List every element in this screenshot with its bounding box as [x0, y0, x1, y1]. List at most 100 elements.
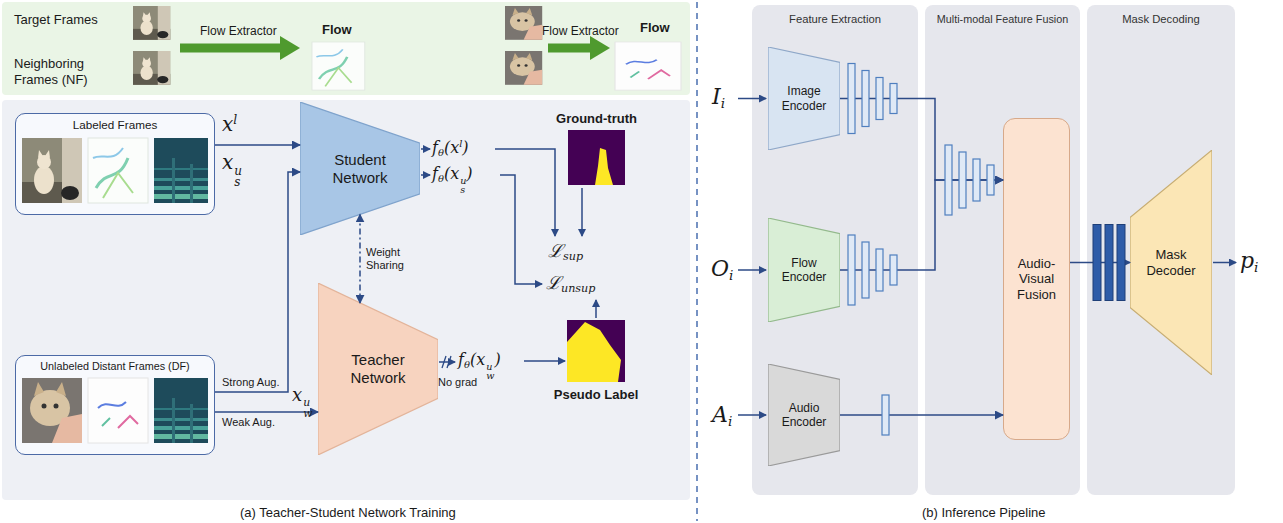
math-symbol: f	[432, 138, 438, 157]
node-label: Multi-modal Feature Fusion	[925, 5, 1080, 26]
connector	[215, 144, 300, 146]
feature-bars	[848, 64, 994, 436]
math-symbol: x	[222, 112, 233, 136]
node-label: Teacher Network	[336, 351, 420, 387]
math-subscript: θ	[438, 147, 444, 158]
label-holder: Target Frames	[14, 12, 98, 28]
math-stack: uw	[303, 398, 312, 419]
training-panel	[2, 100, 690, 500]
encoder-trapezoid: Audio Encoder	[768, 364, 840, 466]
feature-bar	[973, 159, 980, 201]
label-holder: Flow Extractor	[542, 24, 619, 38]
feature-bar	[959, 152, 966, 208]
math-symbol: p	[1240, 248, 1254, 273]
neighbor-frame	[133, 51, 170, 85]
divider	[696, 2, 698, 521]
feature-bar	[876, 78, 883, 120]
node-label: Mask Decoding	[1087, 5, 1235, 27]
math-holder: Ai	[712, 402, 732, 429]
math-holder: ℒsup	[548, 240, 583, 264]
no-grad-mark	[442, 356, 451, 368]
math-superscript: u	[486, 362, 494, 371]
math-symbol: ℒ	[548, 240, 563, 261]
arrow	[595, 300, 597, 318]
math-symbol: (x	[444, 138, 459, 157]
shape-fill	[768, 218, 840, 322]
heading-holder: Pseudo Label	[527, 385, 665, 403]
math-holder: xus	[222, 150, 242, 189]
edge-label-holder: Weak Aug.	[222, 416, 275, 429]
connector	[359, 214, 361, 303]
label-holder: (a) Teacher-Student Network Training	[240, 505, 456, 521]
math-symbol: f	[432, 164, 438, 183]
arrow	[738, 414, 766, 416]
math-subscript: θ	[438, 173, 444, 184]
math-subscript: sup	[563, 250, 583, 263]
math-holder: fθ(xl)	[432, 138, 469, 159]
neighbor-frame	[505, 51, 542, 85]
label-holder: Neighboring Frames (NF)	[14, 56, 124, 87]
math-symbol: I	[712, 84, 721, 109]
edge-label-holder: Weight Sharing	[366, 246, 428, 272]
arrow	[495, 149, 555, 236]
math-stack: us	[234, 166, 242, 189]
math-subscript: w	[486, 371, 494, 380]
encoder-trapezoid: Image Encoder	[768, 47, 840, 150]
mask-bg	[567, 320, 625, 382]
math-symbol: x	[292, 384, 302, 405]
label-holder: Flow	[640, 20, 670, 36]
target-frame	[505, 6, 542, 40]
node-label: Unlabeled Distant Frames (DF)	[16, 360, 214, 373]
math-stack: uw	[486, 362, 494, 380]
stage-panel: Multi-modal Feature FusionAudio-Visual F…	[925, 5, 1080, 495]
mask-bg	[568, 130, 625, 185]
frame-thumbnail	[22, 378, 82, 443]
frame-caption: Neighboring Frames (NF)	[14, 56, 88, 87]
feature-bar	[1093, 225, 1101, 301]
feature-bar	[876, 249, 883, 291]
arrow	[738, 98, 766, 100]
encoder-trapezoid: Flow Encoder	[768, 218, 840, 322]
math-symbol: ℒ	[546, 272, 561, 293]
math-subscript: i	[721, 95, 725, 111]
math-superscript: l	[459, 138, 462, 149]
shape-fill	[318, 283, 438, 455]
decoder-trapezoid: Mask Decoder	[1130, 150, 1212, 375]
node-label: Audio-Visual Fusion	[1008, 256, 1066, 303]
arrow	[524, 360, 565, 362]
math-subscript: unsup	[561, 282, 595, 295]
node-label: Feature Extraction	[752, 5, 918, 27]
connector	[215, 172, 300, 392]
math-holder: fθ(xus)	[432, 164, 473, 194]
shape-fill	[1130, 150, 1212, 375]
fused-bars	[1093, 225, 1125, 301]
math-symbol: O	[711, 256, 729, 281]
audio-thumbnail	[154, 138, 208, 203]
fusion-box: Audio-Visual Fusion	[1003, 118, 1070, 440]
math-symbol: )	[466, 164, 472, 183]
label-holder: No grad	[438, 376, 477, 389]
arrow-label: Flow Extractor	[542, 24, 619, 38]
network-trapezoid: Teacher Network	[318, 283, 438, 455]
arrow-label: Flow Extractor	[200, 24, 277, 38]
arrow	[581, 188, 583, 236]
math-subscript: i	[728, 413, 732, 429]
edge-label: Strong Aug.	[222, 376, 280, 388]
feature-bar	[890, 84, 897, 114]
mask-object	[595, 148, 613, 185]
node-label: Flow Encoder	[775, 256, 833, 285]
node-label: Labeled Frames	[16, 118, 214, 132]
connector	[215, 411, 318, 413]
feature-bar	[890, 255, 897, 285]
feature-bar	[848, 64, 855, 134]
node-label: Pseudo Label	[554, 387, 639, 402]
target-frame	[133, 6, 170, 40]
flow-image	[312, 42, 365, 90]
subfigure-caption: (b) Inference Pipeline	[922, 505, 1046, 520]
node-label: Student Network	[318, 151, 402, 187]
image-title: Flow	[640, 20, 670, 35]
extractor-arrow	[548, 44, 592, 53]
math-holder: Oi	[711, 256, 733, 283]
math-holder: xuw	[292, 384, 312, 419]
